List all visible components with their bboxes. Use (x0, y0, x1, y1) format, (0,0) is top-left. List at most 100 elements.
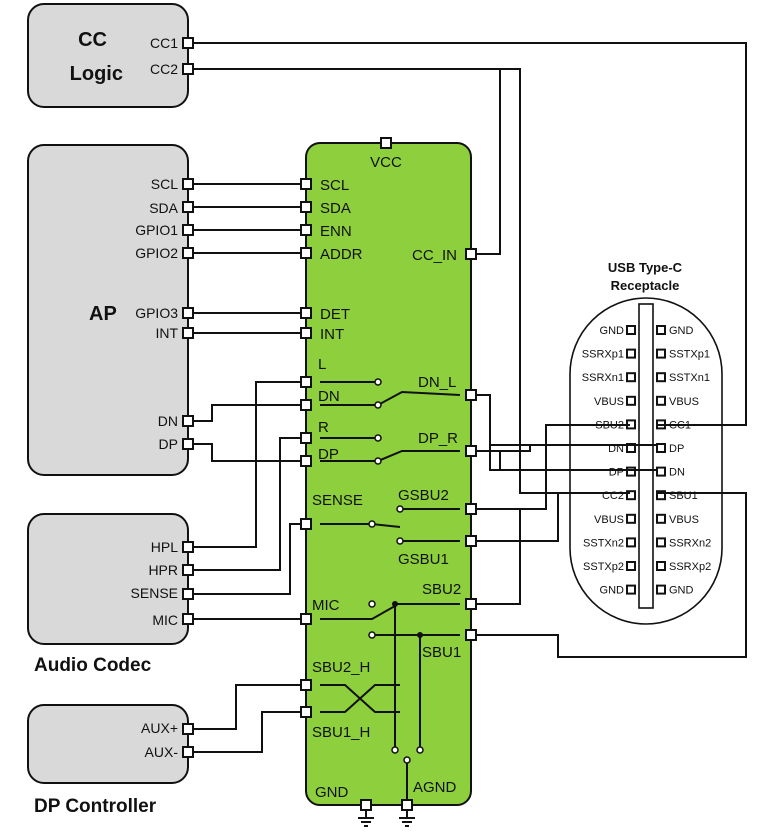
usb-right-pin (656, 325, 666, 335)
cc-logic-block: CC Logic CC1 CC2 (27, 3, 189, 108)
usb-right-pin (656, 466, 666, 477)
usb-right-pin-label: VBUS (669, 396, 699, 408)
contact (368, 520, 376, 528)
switch-label-gnd: GND (315, 784, 349, 801)
ap-block: AP SCL SDA GPIO1 GPIO2 GPIO3 INT DN DP (27, 144, 189, 476)
usb-right-pin-label: SSTXp1 (669, 349, 710, 361)
pin-agnd (401, 799, 413, 811)
cc-logic-pin-label-cc1: CC1 (150, 35, 178, 51)
switch-pin-label-det: DET (320, 306, 350, 323)
usb-right-pin (656, 584, 666, 595)
pin-sw-scl (300, 178, 312, 190)
pin-sw-sbu2 (465, 598, 477, 610)
usb-left-pin-label: SSTXp2 (583, 561, 624, 573)
switch-pin-label-scl: SCL (320, 177, 349, 194)
contact (374, 401, 382, 409)
ap-pin-label-int: INT (155, 325, 178, 341)
pin-sw-sbu1 (465, 629, 477, 641)
pin-sw-int (300, 327, 312, 339)
pin-ap-gpio2 (182, 247, 194, 259)
pin-sw-enn (300, 224, 312, 236)
audio-codec-pin-label-hpr: HPR (148, 562, 178, 578)
pin-sw-sense (300, 518, 312, 530)
pin-sw-r (300, 432, 312, 444)
pin-sw-dn-l (465, 389, 477, 401)
wire-cc2-to-ccin (471, 69, 501, 255)
pin-sw-dp-r (465, 445, 477, 457)
pin-sw-cc-in (465, 248, 477, 260)
wire-dp-r (471, 450, 630, 471)
audio-codec-pin-label-mic: MIC (152, 612, 178, 628)
usb-left-pin (626, 395, 636, 406)
usb-right-pin-label: SSTXn1 (669, 372, 710, 384)
switch-lever-dn-l (377, 390, 461, 406)
usb-right-pin-label: VBUS (669, 514, 699, 526)
wire-gsbu1 (471, 493, 559, 542)
switch-chip: VCC SCL SDA ENN ADDR DET INT L DN R DP S… (305, 142, 472, 806)
switch-pin-label-cc-in: CC_IN (412, 247, 457, 264)
usb-left-pin-label: GND (600, 585, 625, 597)
wire-cc1 (188, 42, 747, 426)
usb-left-pin-label: GND (600, 325, 625, 337)
switch-pin-label-dn: DN (318, 388, 340, 405)
wire-ap-dn (188, 404, 306, 422)
contact (374, 378, 382, 386)
ap-pin-label-dn: DN (158, 413, 178, 429)
usb-right-pin-label: GND (669, 585, 694, 597)
pin-sw-l (300, 376, 312, 388)
usb-right-pin (656, 348, 666, 359)
contact (391, 746, 399, 754)
pin-ap-dn (182, 415, 194, 427)
switch-pin-label-sbu1: SBU1 (422, 644, 461, 661)
pin-ap-sda (182, 201, 194, 213)
audio-codec-pin-label-sense: SENSE (131, 585, 178, 601)
contact (374, 434, 382, 442)
pin-ap-gpio3 (182, 307, 194, 319)
wire-gsbu2 (471, 424, 630, 510)
switch-pin-label-sbu2: SBU2 (422, 581, 461, 598)
pin-aux-plus (182, 723, 194, 735)
pin-aux-minus (182, 746, 194, 758)
pin-squares (182, 37, 477, 811)
usb-left-pin-label: DP (609, 467, 624, 479)
pin-sw-dn (300, 399, 312, 411)
switch-cross-b (320, 684, 400, 713)
usb-left-pin-label: SSRXn1 (582, 372, 624, 384)
pin-codec-sense (182, 588, 194, 600)
pin-codec-hpr (182, 564, 194, 576)
cc-logic-pin-label-cc2: CC2 (150, 61, 178, 77)
usb-left-pin (626, 372, 636, 383)
usb-right-pin (656, 537, 666, 548)
usb-left-pin-label: VBUS (594, 514, 624, 526)
usb-left-pin (626, 537, 636, 548)
usb-left-pin (626, 490, 636, 501)
contact (403, 756, 411, 764)
switch-pin-label-sense: SENSE (312, 492, 363, 509)
contact (396, 537, 404, 545)
switch-pin-label-sbu1-h: SBU1_H (312, 724, 370, 741)
switch-pin-label-enn: ENN (320, 223, 352, 240)
usb-left-pin (626, 348, 636, 359)
usb-right-pin (656, 372, 666, 383)
usb-right-pin (656, 561, 666, 571)
pin-ap-int (182, 327, 194, 339)
dp-controller-pin-label-aux-plus: AUX+ (141, 720, 178, 736)
wire-hpr (188, 437, 306, 571)
ground-symbols (358, 817, 415, 827)
audio-codec-block: HPL HPR SENSE MIC Audio Codec (27, 513, 189, 676)
pin-cc1 (182, 37, 194, 49)
usb-right-pin-label: DN (669, 467, 685, 479)
audio-codec-title: Audio Codec (34, 655, 152, 676)
pin-sw-gsbu2 (465, 503, 477, 515)
usb-right-pin (656, 513, 666, 524)
ap-pin-label-gpio1: GPIO1 (135, 222, 178, 238)
audio-codec-box (27, 513, 189, 645)
usb-left-pin-label: SSRXp1 (582, 349, 624, 361)
wire-ap-dp (188, 443, 306, 462)
wire-cc2 (188, 68, 630, 494)
usb-right-pin-label: SSRXp2 (669, 561, 711, 573)
switch-pin-label-dp-r: DP_R (418, 430, 458, 447)
